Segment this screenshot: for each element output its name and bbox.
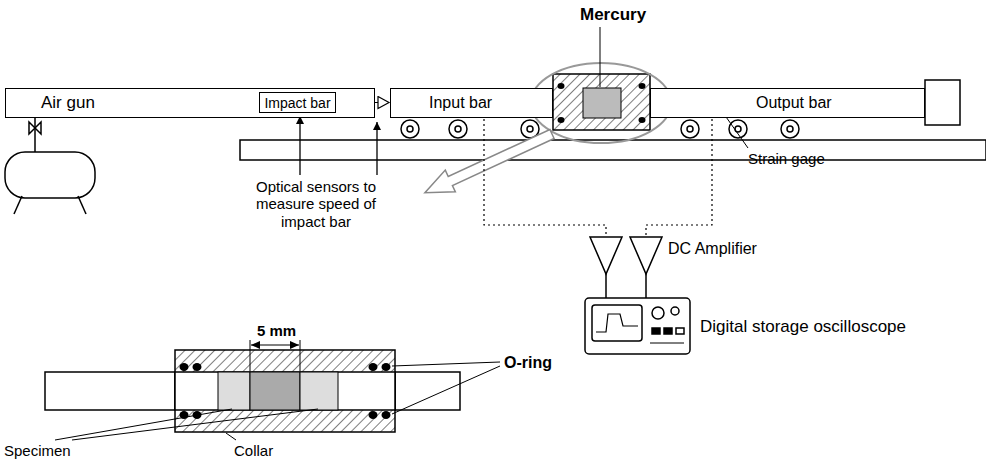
part-label: Mercury [580, 5, 646, 25]
oscilloscope-symbol [585, 298, 690, 354]
input-bar: Input bar [390, 88, 553, 118]
sensor-arrow [299, 116, 300, 175]
part-label: O-ring [504, 354, 552, 372]
air-tank [5, 118, 95, 214]
bar-label: Output bar [756, 94, 832, 112]
signal-wires [484, 104, 712, 237]
amplifier-symbol [590, 237, 662, 298]
zoom-arrow [420, 123, 557, 204]
part-label: Specimen [4, 442, 71, 459]
sensor-note: Optical sensors to measure speed of impa… [238, 178, 394, 230]
leader-line [600, 27, 601, 87]
output-bar: Output bar [650, 88, 925, 118]
air-gun-barrel: Air gun Impact bar [5, 88, 375, 118]
end-stopper [925, 80, 960, 125]
bar-label: Air gun [41, 93, 95, 113]
part-label: Strain gage [748, 150, 825, 167]
part-label: Collar [234, 442, 273, 459]
bar-label: Input bar [429, 94, 492, 112]
sensor-arrow [376, 122, 377, 175]
part-label: DC Amplifier [668, 240, 757, 258]
collar-detail [45, 340, 500, 440]
bar-label: Impact bar [264, 95, 330, 111]
part-label: Digital storage oscilloscope [700, 317, 906, 337]
collar-overview [553, 74, 650, 130]
impact-bar: Impact bar [259, 92, 336, 113]
dimension-label: 5 mm [257, 322, 296, 339]
